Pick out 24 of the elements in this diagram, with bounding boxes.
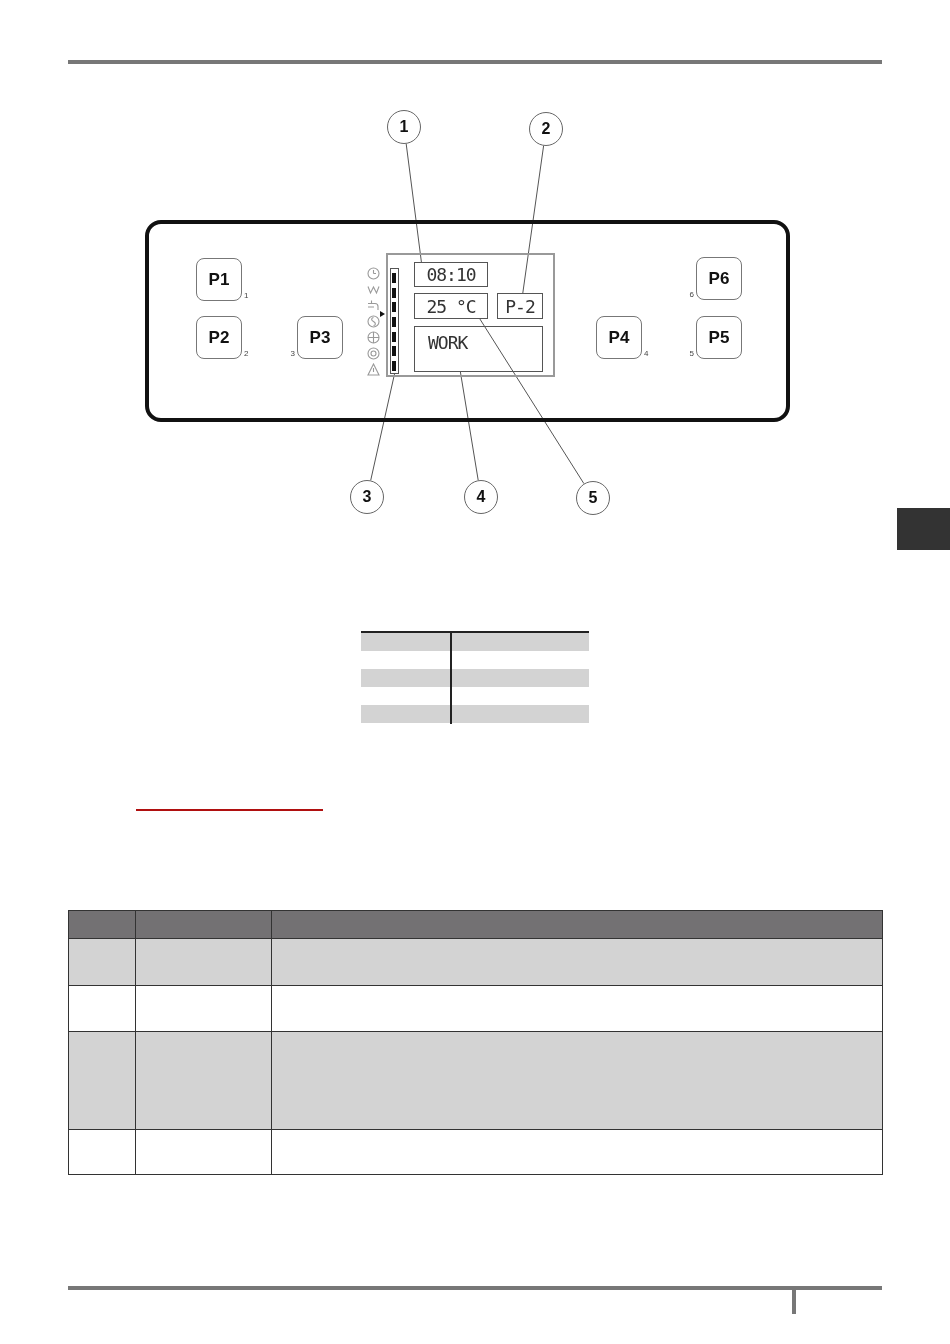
lcd-readout: 25 °C	[414, 293, 488, 319]
key-button: P4	[596, 316, 642, 359]
indicator-bar	[390, 268, 399, 374]
key-number: 1	[244, 292, 249, 300]
key-number: 3	[290, 350, 295, 358]
control-panel	[145, 220, 790, 422]
key-button: P6	[696, 257, 742, 300]
key-number: 4	[644, 350, 649, 358]
lcd-readout: P-2	[497, 293, 543, 319]
key-number: 6	[689, 291, 694, 299]
key-number: 2	[244, 350, 249, 358]
lcd-display	[386, 253, 555, 377]
leader-line	[370, 373, 395, 481]
key-button: P5	[696, 316, 742, 359]
lcd-readout: WORK	[414, 326, 543, 372]
leader-line	[522, 145, 545, 294]
leader-line	[479, 318, 585, 485]
leader-line	[405, 143, 422, 263]
key-button: P1	[196, 258, 242, 301]
key-button: P3	[297, 316, 343, 359]
lcd-readout: 08:10	[414, 262, 488, 287]
leader-line	[459, 371, 479, 481]
key-number: 5	[689, 350, 694, 358]
key-button: P2	[196, 316, 242, 359]
